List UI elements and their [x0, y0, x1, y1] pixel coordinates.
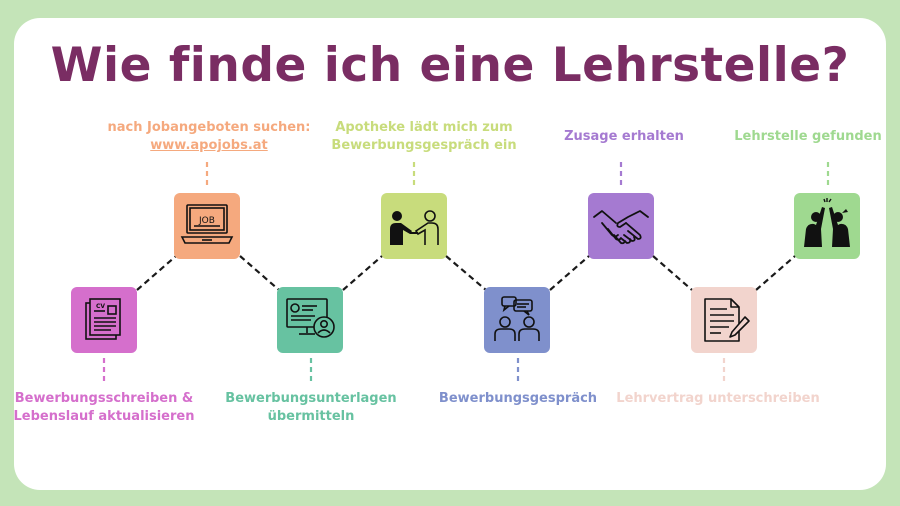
connector-6-7	[652, 255, 693, 291]
apojobs-link[interactable]: www.apojobs.at	[150, 138, 268, 153]
step-4-box	[381, 193, 447, 259]
content-card	[14, 18, 886, 490]
laptop-job-icon: JOB	[180, 204, 234, 244]
step-8-label: Lehrstelle gefunden	[734, 128, 881, 146]
connector-1-2	[136, 255, 177, 291]
step-2-box: JOB	[174, 193, 240, 259]
svg-text:JOB: JOB	[198, 216, 215, 226]
step-2-label: nach Jobangeboten suchen: www.apojobs.at	[107, 119, 310, 155]
step-3-line-2: übermitteln	[267, 409, 355, 424]
step-5-label: Bewerbungsgespräch	[439, 390, 597, 408]
cv-document-icon: CV	[85, 298, 121, 340]
connector-7-8	[755, 255, 796, 291]
step-2-line-1: nach Jobangeboten suchen:	[107, 120, 311, 135]
step-8-line-1: Lehrstelle gefunden	[734, 129, 882, 144]
step-3-box	[277, 287, 343, 353]
step-7-label: Lehrvertrag unterschreiben	[616, 390, 819, 408]
connector-2-3	[239, 255, 280, 291]
high-five-icon	[804, 198, 850, 247]
svg-text:CV: CV	[96, 303, 105, 310]
step-3-line-1: Bewerbungsunterlagen	[225, 391, 397, 406]
step-1-line-1: Bewerbungsschreiben &	[14, 391, 194, 406]
step-4-line-1: Apotheke lädt mich zum	[335, 120, 513, 135]
handshake-people-icon	[390, 210, 439, 245]
step-7-line-1: Lehrvertrag unterschreiben	[616, 391, 820, 406]
step-4-label: Apotheke lädt mich zum Bewerbungsgespräc…	[331, 119, 516, 155]
step-6-label: Zusage erhalten	[564, 128, 684, 146]
step-6-line-1: Zusage erhalten	[564, 129, 684, 144]
page-title: Wie finde ich eine Lehrstelle?	[50, 38, 850, 93]
step-5-box	[484, 287, 550, 353]
step-8-box	[794, 193, 860, 259]
step-4-line-2: Bewerbungsgespräch ein	[331, 138, 517, 153]
step-5-line-1: Bewerbungsgespräch	[438, 391, 598, 406]
step-3-label: Bewerbungsunterlagen übermitteln	[225, 390, 396, 426]
handshake-icon	[593, 210, 649, 245]
monitor-profile-icon	[286, 298, 335, 338]
step-1-line-2: Lebenslauf aktualisieren	[13, 409, 195, 424]
step-1-box: CV	[71, 287, 137, 353]
connector-4-5	[445, 255, 487, 291]
connector-3-4	[342, 255, 383, 291]
contract-sign-icon	[704, 298, 750, 342]
step-7-box	[691, 287, 757, 353]
step-1-label: Bewerbungsschreiben & Lebenslauf aktuali…	[14, 390, 195, 426]
conversation-icon	[494, 296, 540, 341]
step-6-box	[588, 193, 654, 259]
connector-5-6	[549, 255, 590, 291]
